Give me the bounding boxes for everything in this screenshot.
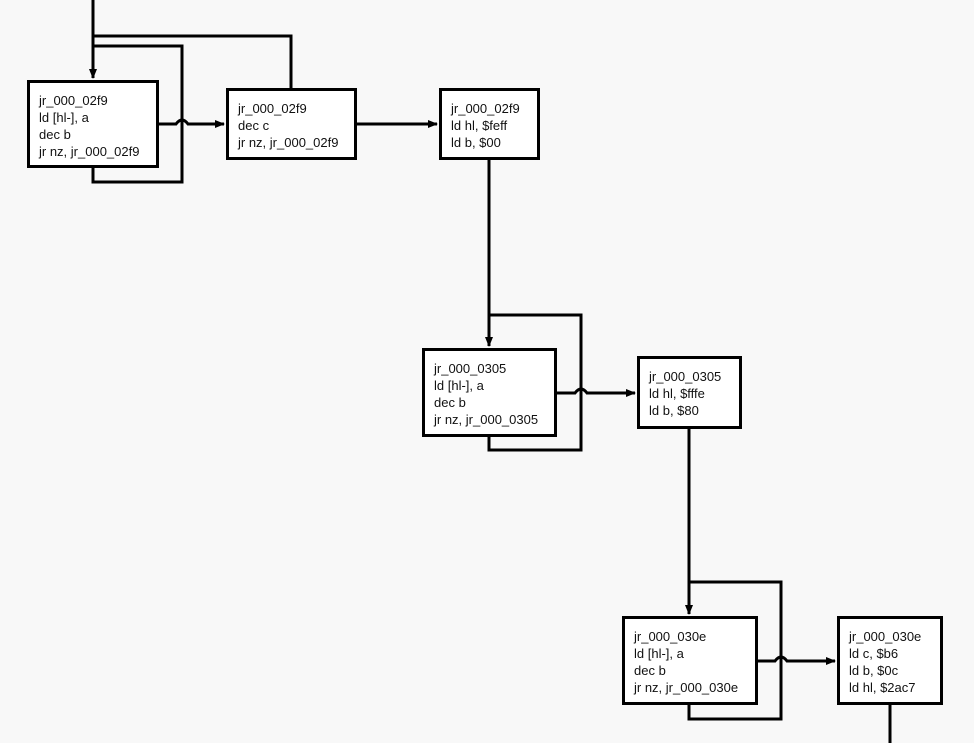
edge-n1-to-n2 (159, 118, 225, 128)
edge-n6-to-n7 (758, 655, 836, 665)
instruction-line: dec c (238, 118, 270, 133)
node-label: jr_000_02f9 (39, 93, 108, 108)
node-label: jr_000_02f9 (238, 101, 307, 116)
instruction-line: jr nz, jr_000_030e (634, 680, 739, 695)
basic-block-node[interactable]: jr_000_02f9 ld [hl-], a dec b jr nz, jr_… (27, 80, 159, 168)
instruction-line: ld hl, $fffe (649, 386, 705, 401)
node-label: jr_000_030e (849, 629, 922, 644)
instruction-line: ld [hl-], a (434, 378, 484, 393)
basic-block-node[interactable]: jr_000_0305 ld [hl-], a dec b jr nz, jr_… (422, 348, 557, 437)
edge-n4-to-n5 (557, 387, 636, 397)
basic-block-node[interactable]: jr_000_02f9 dec c jr nz, jr_000_02f9 (226, 88, 357, 160)
instruction-line: ld b, $0c (849, 663, 899, 678)
instruction-line: ld [hl-], a (39, 110, 89, 125)
node-label: jr_000_0305 (649, 369, 722, 384)
instruction-line: jr nz, jr_000_0305 (434, 412, 539, 427)
basic-block-node[interactable]: jr_000_030e ld c, $b6 ld b, $0c ld hl, $… (837, 616, 943, 705)
instruction-line: dec b (634, 663, 666, 678)
instruction-line: ld [hl-], a (634, 646, 684, 661)
node-label: jr_000_0305 (434, 361, 507, 376)
basic-block-node[interactable]: jr_000_0305 ld hl, $fffe ld b, $80 (637, 356, 742, 429)
node-label: jr_000_02f9 (451, 101, 520, 116)
instruction-line: ld b, $80 (649, 403, 699, 418)
instruction-line: jr nz, jr_000_02f9 (39, 144, 140, 159)
instruction-line: ld c, $b6 (849, 646, 899, 661)
node-label: jr_000_030e (634, 629, 707, 644)
edge-n1-self-loop (91, 44, 184, 184)
basic-block-node[interactable]: jr_000_02f9 ld hl, $feff ld b, $00 (439, 88, 540, 160)
edge-n6-self-loop (687, 580, 783, 721)
instruction-line: ld hl, $2ac7 (849, 680, 916, 695)
instruction-line: dec b (39, 127, 71, 142)
instruction-line: jr nz, jr_000_02f9 (238, 135, 339, 150)
basic-block-node[interactable]: jr_000_030e ld [hl-], a dec b jr nz, jr_… (622, 616, 758, 705)
instruction-line: ld hl, $feff (451, 118, 508, 133)
instruction-line: dec b (434, 395, 466, 410)
edge-n4-self-loop (487, 313, 583, 452)
instruction-line: ld b, $00 (451, 135, 501, 150)
